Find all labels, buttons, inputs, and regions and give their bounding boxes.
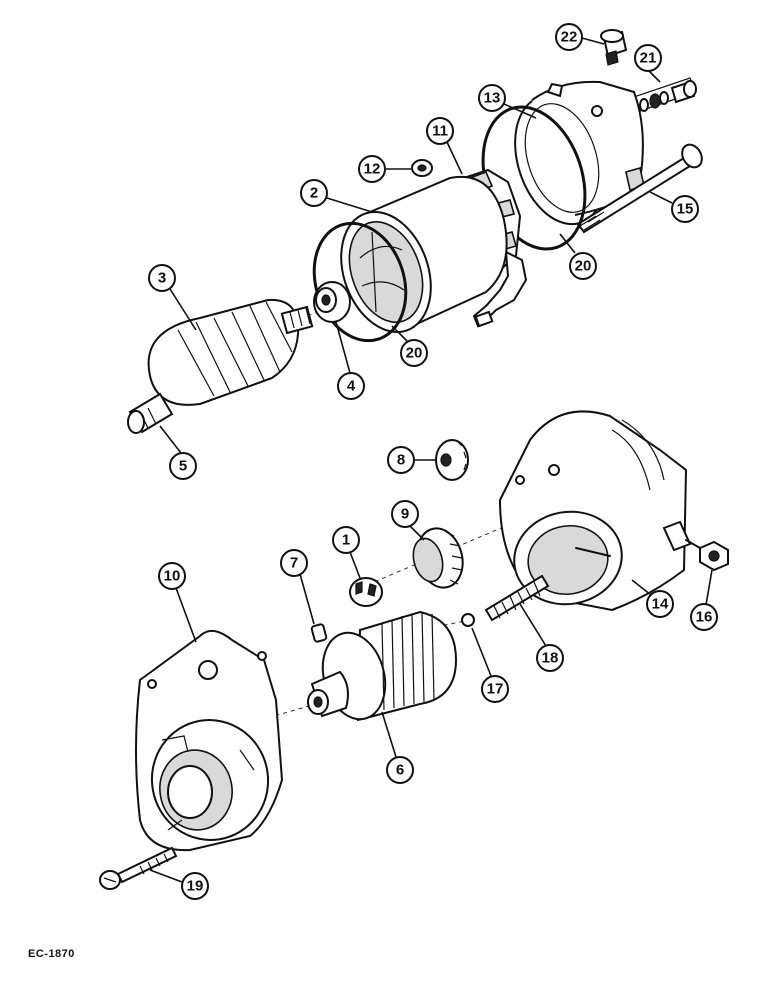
callout-19: 19: [149, 869, 209, 900]
callout-8: 8: [387, 446, 436, 474]
part-8-idler-gear: [435, 439, 469, 481]
callout-21: 21: [634, 44, 662, 83]
part-7-pin: [310, 623, 328, 643]
callout-7-label: 7: [290, 555, 298, 572]
callout-6-label: 6: [396, 762, 404, 779]
callout-8-label: 8: [397, 452, 405, 469]
part-6-drive-pinion: [307, 610, 458, 722]
callout-22-label: 22: [561, 29, 578, 46]
callout-19-label: 19: [187, 878, 204, 895]
callout-15: 15: [649, 191, 699, 223]
part-3-armature: [147, 298, 314, 406]
figure-code: EC-1870: [28, 948, 75, 960]
callout-16: 16: [690, 569, 718, 631]
callout-4-label: 4: [347, 378, 356, 395]
part-12-nut: [411, 159, 433, 177]
callout-17: 17: [471, 627, 509, 703]
callout-11: 11: [426, 117, 463, 175]
callout-14-label: 14: [652, 596, 669, 613]
callout-11-label: 11: [432, 123, 448, 140]
callout-18-label: 18: [542, 650, 559, 667]
part-2-yoke: [340, 175, 508, 334]
callout-4: 4: [335, 321, 365, 400]
callout-20-lower: 20: [391, 325, 428, 367]
callout-20-upper: 20: [559, 233, 597, 280]
callout-21-label: 21: [640, 50, 657, 67]
callout-22: 22: [555, 23, 605, 51]
part-19-bolt: [99, 846, 178, 890]
callout-9: 9: [391, 500, 425, 541]
callout-9-label: 9: [401, 506, 409, 523]
callout-13-label: 13: [484, 90, 501, 107]
callout-20-upper-label: 20: [575, 258, 592, 275]
callout-10: 10: [158, 562, 197, 643]
callout-17-label: 17: [487, 681, 504, 698]
callout-16-label: 16: [696, 609, 713, 626]
part-21-terminal-screw: [633, 77, 697, 112]
part-13-end-cover: [514, 80, 645, 226]
callout-20-lower-label: 20: [406, 345, 423, 362]
callout-3: 3: [148, 264, 197, 331]
callout-2: 2: [300, 179, 373, 213]
part-22-fitting: [600, 29, 628, 66]
callout-12: 12: [358, 155, 411, 183]
part-5-armature-shaft: [127, 392, 174, 434]
callout-2-label: 2: [310, 185, 318, 202]
part-17-ball: [461, 613, 475, 627]
callout-1: 1: [332, 526, 361, 579]
callout-7: 7: [280, 549, 315, 625]
part-4-bearing: [313, 281, 351, 323]
part-16-nut: [685, 539, 729, 572]
part-14-drive-housing: [498, 410, 692, 612]
callout-6: 6: [381, 711, 414, 784]
callout-5: 5: [159, 425, 197, 480]
callout-5-label: 5: [179, 458, 187, 475]
callout-14: 14: [631, 579, 674, 618]
part-10-nose-housing: [135, 629, 284, 852]
callout-12-label: 12: [364, 161, 381, 178]
part-15-through-bolt: [576, 143, 703, 234]
callout-10-label: 10: [164, 568, 181, 585]
part-9-drive-gear: [412, 527, 464, 589]
callout-13: 13: [478, 84, 537, 119]
callout-3-label: 3: [158, 270, 166, 287]
callout-15-label: 15: [677, 201, 694, 218]
part-18-stud: [484, 574, 550, 622]
callout-1-label: 1: [342, 532, 350, 549]
part-1-retainer: [349, 577, 383, 607]
callout-18: 18: [519, 603, 564, 672]
